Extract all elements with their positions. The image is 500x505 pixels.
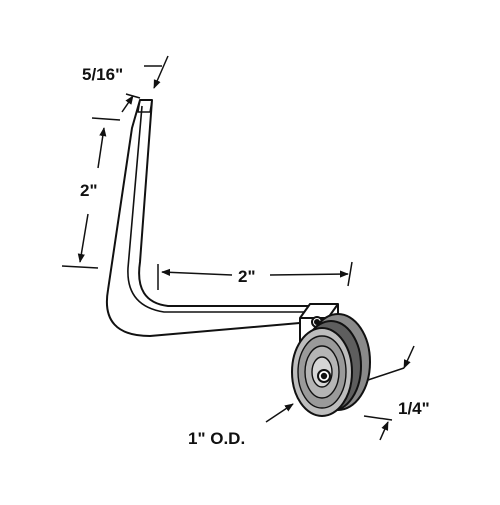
extension-line	[363, 415, 393, 421]
dimension-arrow	[269, 270, 349, 278]
wheel-diameter-leader	[265, 403, 294, 423]
dimension-arrow	[121, 95, 134, 113]
dimension-arrow	[403, 345, 415, 369]
extension-line	[91, 117, 121, 121]
vertical-leg-label: 2"	[80, 181, 98, 200]
horizontal-leg-label: 2"	[238, 267, 256, 286]
wheel-diameter-label: 1" O.D.	[188, 429, 245, 448]
leader-arrow	[265, 403, 294, 423]
wheel-width-label: 1/4"	[398, 399, 430, 418]
extension-line	[367, 367, 405, 381]
roller-wheel	[291, 313, 371, 417]
dimension-arrow	[379, 421, 389, 441]
dimension-arrow	[77, 213, 89, 263]
strap-width-dimension	[121, 55, 169, 113]
bent-strap-bracket	[105, 99, 335, 337]
dimension-arrow	[97, 127, 107, 169]
strap-width-label: 5/16"	[82, 65, 123, 84]
dimension-arrow	[153, 55, 169, 89]
dimension-arrow	[161, 268, 233, 276]
vertical-leg-dimension	[61, 117, 121, 269]
wheel-width-dimension	[363, 345, 415, 441]
horizontal-leg-dimension	[157, 261, 353, 290]
extension-line	[347, 261, 353, 287]
extension-line	[61, 265, 99, 269]
